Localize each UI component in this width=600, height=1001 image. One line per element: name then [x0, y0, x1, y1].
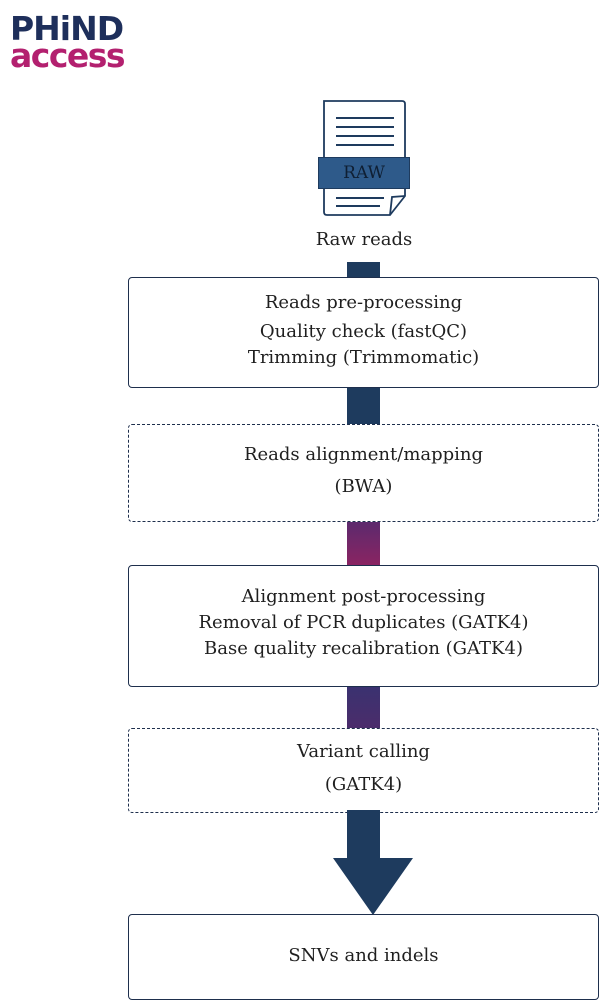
step-title: Reads pre-processing: [264, 292, 463, 313]
step-detail: Trimming (Trimmomatic): [247, 347, 480, 368]
step-detail: Removal of PCR duplicates (GATK4): [198, 612, 529, 633]
step-reads-alignment: Reads alignment/mapping (BWA): [128, 424, 599, 522]
step-detail: (BWA): [334, 476, 393, 497]
step-title: Variant calling: [297, 741, 430, 762]
step-reads-preprocessing: Reads pre-processing Quality check (fast…: [128, 277, 599, 388]
raw-reads-caption: Raw reads: [315, 229, 413, 250]
output-label: SNVs and indels: [288, 945, 439, 966]
arrow-down-icon: [333, 810, 413, 915]
connector-3: [347, 521, 380, 565]
step-title: Reads alignment/mapping: [243, 444, 484, 465]
step-detail: (GATK4): [324, 774, 403, 795]
step-detail: Base quality recalibration (GATK4): [204, 638, 523, 659]
connector-1: [347, 262, 380, 277]
step-title: Alignment post-processing: [241, 586, 486, 607]
raw-label: RAW: [318, 157, 410, 189]
connector-4: [347, 686, 380, 728]
connector-2: [347, 388, 380, 424]
logo-line-1: PHiND: [10, 9, 124, 48]
step-alignment-postprocessing: Alignment post-processing Removal of PCR…: [128, 565, 599, 687]
output-box: SNVs and indels: [128, 914, 599, 1000]
logo: PHiND access: [10, 9, 160, 75]
step-variant-calling: Variant calling (GATK4): [128, 728, 599, 813]
logo-line-2: access: [10, 36, 126, 75]
step-detail: Quality check (fastQC): [259, 321, 468, 342]
